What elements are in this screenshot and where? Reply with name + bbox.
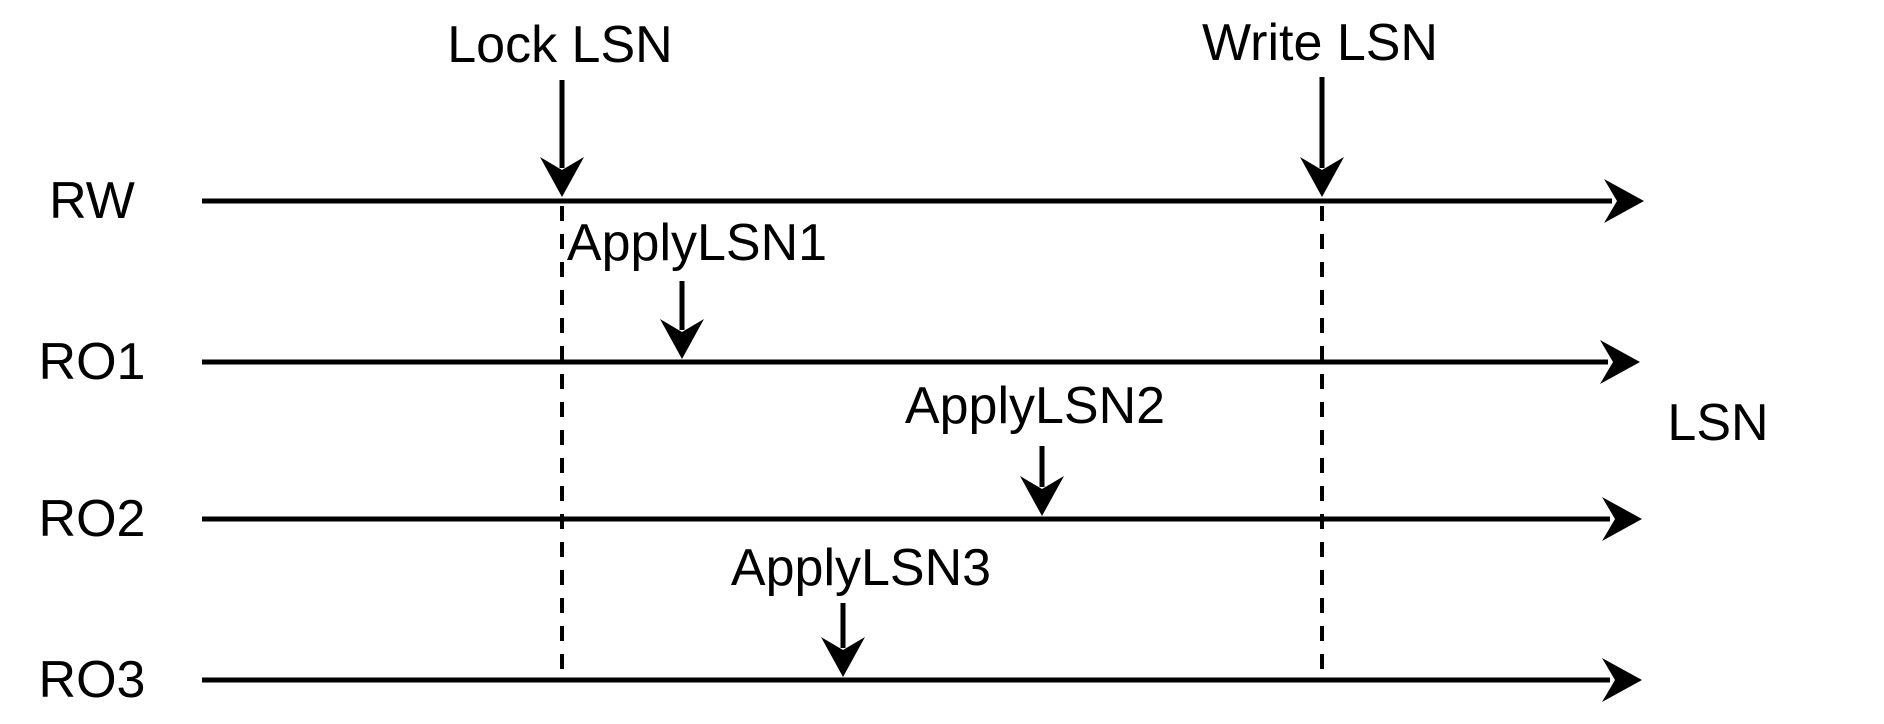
lane-ro3-arrowhead-icon: [1602, 658, 1642, 702]
apply-lsn1-event: ApplyLSN1: [567, 214, 827, 359]
lock-lsn-label: Lock LSN: [447, 16, 672, 74]
apply-lsn2-label: ApplyLSN2: [905, 377, 1165, 435]
lsn-axis-label: LSN: [1667, 394, 1768, 452]
lane-ro1-label: RO1: [39, 333, 146, 391]
apply-lsn2-event: ApplyLSN2: [905, 377, 1165, 516]
apply-lsn3-label: ApplyLSN3: [731, 539, 991, 597]
apply-lsn2-arrowhead-icon: [1020, 476, 1064, 516]
lock-lsn-arrowhead-icon: [540, 157, 584, 197]
lane-ro2-arrowhead-icon: [1602, 497, 1642, 541]
lane-ro2: RO2: [39, 490, 1642, 548]
lane-ro2-label: RO2: [39, 490, 146, 548]
lane-rw-arrowhead-icon: [1604, 179, 1644, 223]
apply-lsn1-arrowhead-icon: [660, 319, 704, 359]
write-lsn-marker: Write LSN: [1202, 14, 1438, 679]
lane-rw: RW: [49, 172, 1644, 230]
lane-rw-label: RW: [49, 172, 135, 230]
write-lsn-arrowhead-icon: [1300, 157, 1344, 197]
apply-lsn1-label: ApplyLSN1: [567, 214, 827, 272]
lane-ro3-label: RO3: [39, 651, 146, 709]
apply-lsn3-arrowhead-icon: [821, 637, 865, 677]
lane-ro3: RO3: [39, 651, 1642, 709]
write-lsn-label: Write LSN: [1202, 14, 1438, 72]
lane-ro1-arrowhead-icon: [1600, 340, 1640, 384]
lane-ro1: RO1: [39, 333, 1640, 391]
lock-lsn-marker: Lock LSN: [447, 16, 673, 679]
apply-lsn3-event: ApplyLSN3: [731, 539, 991, 677]
